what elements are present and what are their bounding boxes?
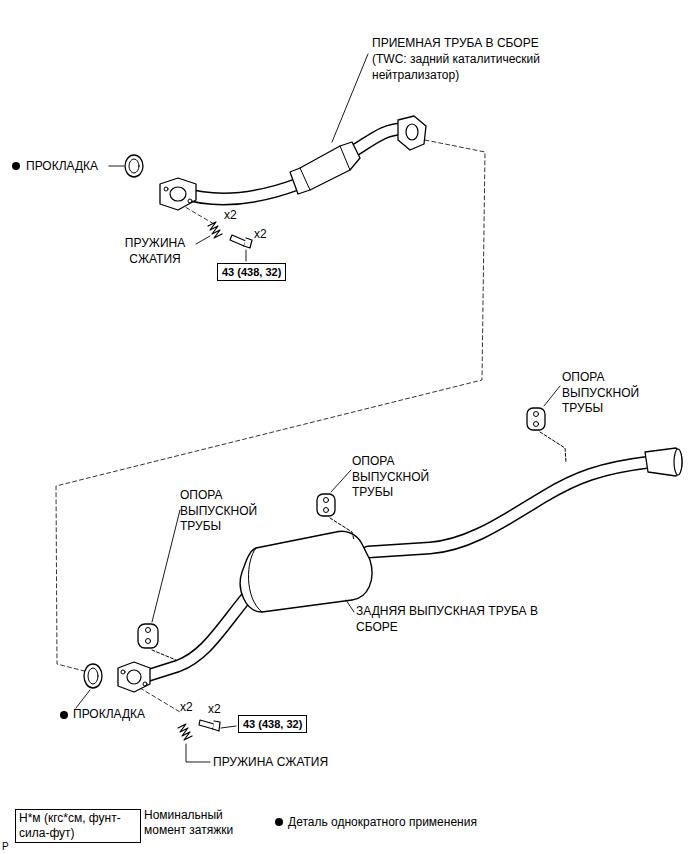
quantity: x2: [180, 700, 193, 716]
torque-box: 43 (438, 32): [238, 715, 307, 733]
box-text: 43 (438, 32): [243, 718, 302, 730]
part-name: ОПОРА ВЫПУСКНОЙ ТРУБЫ: [562, 370, 650, 417]
quantity: x2: [254, 227, 267, 243]
quantity: x2: [224, 208, 237, 224]
figure-code: P: [2, 840, 9, 853]
part-name: ПРИЕМНАЯ ТРУБА В СБОРЕ: [372, 36, 539, 52]
part-name: ЗАДНЯЯ ВЫПУСКНАЯ ТРУБА В СБОРЕ: [356, 604, 548, 635]
part-name: ОПОРА ВЫПУСКНОЙ ТРУБЫ: [352, 454, 440, 501]
torque-box: 43 (438, 32): [217, 263, 286, 281]
torque-legend-box: Н*м (кгс*см, фунт-сила-фут): [15, 809, 141, 843]
legend-text: Деталь однократного применения: [288, 815, 477, 830]
box-text: Н*м (кгс*см, фунт-сила-фут): [19, 811, 121, 840]
box-text: 43 (438, 32): [222, 266, 281, 278]
part-note: (TWC: задний каталитический нейтрализато…: [372, 52, 572, 83]
part-name: ПРОКЛАДКА: [73, 707, 145, 723]
part-name: ПРУЖИНА СЖАТИЯ: [213, 755, 328, 771]
part-name: ПРУЖИНА СЖАТИЯ: [116, 236, 194, 267]
part-name: ПРОКЛАДКА: [26, 159, 98, 175]
quantity: x2: [208, 702, 221, 718]
legend-text: Номинальный момент затяжки: [144, 808, 254, 838]
part-name: ОПОРА ВЫПУСКНОЙ ТРУБЫ: [180, 488, 268, 535]
